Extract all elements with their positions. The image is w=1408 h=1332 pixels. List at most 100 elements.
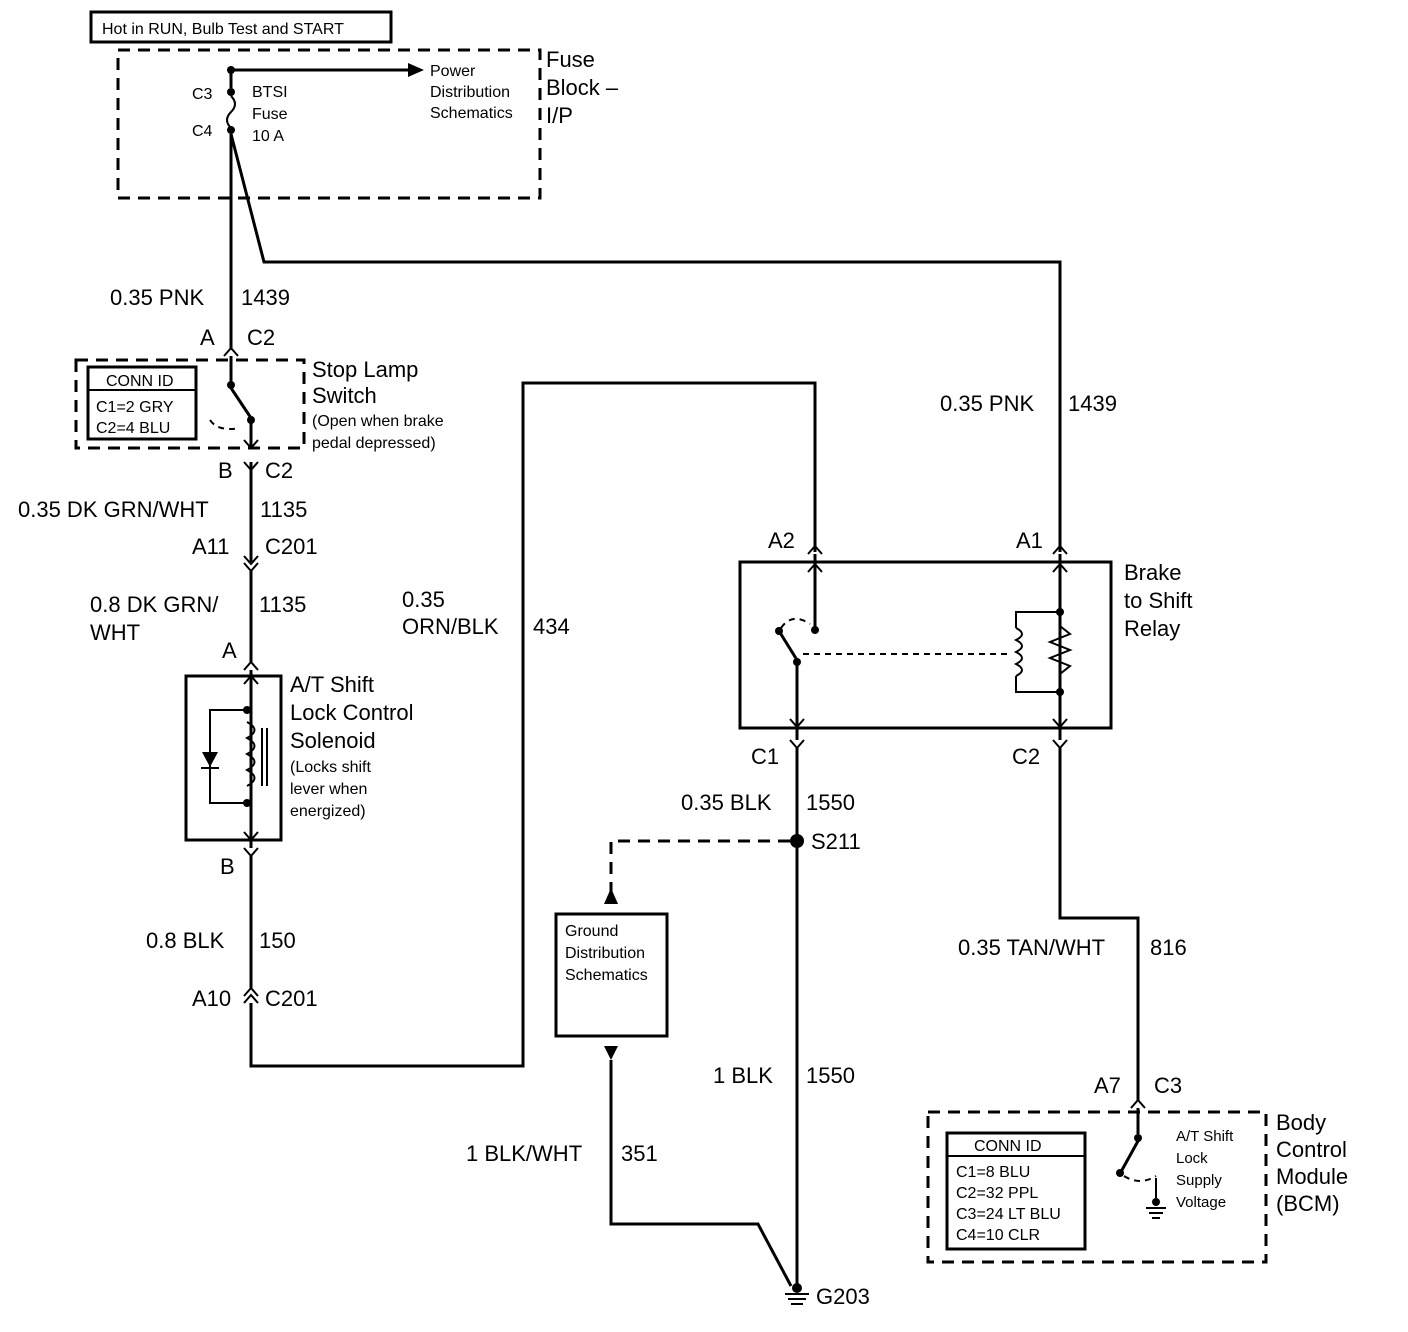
body-control-module: A7 C3 CONN ID C1=8 BLU C2=32 PPL C3=24 L… <box>926 1073 1348 1264</box>
wire-351-circuit: 351 <box>621 1141 658 1166</box>
solenoid-pin-b: B <box>220 854 235 879</box>
solenoid-note-3: energized) <box>290 803 366 820</box>
wire-1135-upper-circuit: 1135 <box>260 497 307 522</box>
solenoid-outline <box>184 674 283 842</box>
relay-pin-a2: A2 <box>768 528 795 553</box>
relay-a2-connector-icon <box>807 544 823 555</box>
fuse-label-1: BTSI <box>252 84 288 101</box>
fuse-block-title-3: I/P <box>546 103 573 128</box>
stop-switch-note-1: (Open when brake <box>312 413 444 430</box>
c201-conn-1: C201 <box>265 534 318 559</box>
bcm-outline <box>926 1110 1268 1264</box>
brake-to-shift-relay: A2 A1 Brake to Shift Relay C1 C2 <box>738 528 1192 769</box>
wire-1550-upper-circuit: 1550 <box>806 790 855 815</box>
relay-title-2: to Shift <box>1124 588 1192 613</box>
solenoid-b-connector-icon <box>243 847 259 858</box>
bcm-conn-2: C2=32 PPL <box>956 1185 1038 1202</box>
ground-ref-arrow-icon <box>604 888 618 904</box>
wire-434-gauge-1: 0.35 <box>402 587 445 612</box>
relay-title-3: Relay <box>1124 616 1180 641</box>
ground-g203: G203 <box>785 1283 870 1309</box>
bcm-conn-title: CONN ID <box>974 1138 1042 1155</box>
solenoid-title-1: A/T Shift <box>290 672 374 697</box>
relay-title-1: Brake <box>1124 560 1181 585</box>
stop-switch-conn-bottom: C2 <box>265 458 293 483</box>
ground-ref-line-3: Schematics <box>565 967 648 984</box>
wire-1550-lower-gauge: 1 BLK <box>713 1063 773 1088</box>
relay-pin-c2: C2 <box>1012 744 1040 769</box>
bcm-switch-icon <box>1120 1140 1140 1171</box>
solenoid-pin-a: A <box>222 638 237 663</box>
relay-c1-connector-icon <box>789 739 805 750</box>
wire-1135-lower-gauge-1: 0.8 DK GRN/ <box>90 592 219 617</box>
power-ref-arrow-icon <box>408 63 424 77</box>
stop-switch-outline <box>74 358 306 450</box>
splice-s211-label: S211 <box>811 829 861 854</box>
wire-351-gauge: 1 BLK/WHT <box>466 1141 582 1166</box>
fuse-label-3: 10 A <box>252 128 284 145</box>
bcm-title-3: Module <box>1276 1164 1348 1189</box>
wire-1550-lower-circuit: 1550 <box>806 1063 855 1088</box>
wire-1439-right <box>229 133 1062 552</box>
fuse-label-2: Fuse <box>252 106 288 123</box>
stop-switch-note-2: pedal depressed) <box>312 435 436 452</box>
bcm-supply-4: Voltage <box>1176 1194 1226 1211</box>
bcm-conn-1: C1=8 BLU <box>956 1164 1030 1181</box>
wire-434-circuit: 434 <box>533 614 570 639</box>
wire-434-gauge-2: ORN/BLK <box>402 614 499 639</box>
stop-switch-conn-1: C1=2 GRY <box>96 399 174 416</box>
ground-ref-line-2: Distribution <box>565 945 645 962</box>
stop-switch-title-1: Stop Lamp <box>312 357 418 382</box>
c201-pin-a11: A11 <box>192 534 230 559</box>
fuse-pin-c4: C4 <box>192 123 213 140</box>
relay-outline <box>738 560 1113 730</box>
hot-in-run-label-box: Hot in RUN, Bulb Test and START <box>89 10 393 44</box>
c201-a11-connector-icon <box>243 555 259 566</box>
bcm-title-1: Body <box>1276 1110 1326 1135</box>
stop-switch-pin-b: B <box>218 458 233 483</box>
fuse-block: Fuse Block – I/P Power Distribution Sche… <box>116 47 619 200</box>
wire-1439-left-circuit: 1439 <box>241 285 290 310</box>
solenoid-note-2: lever when <box>290 781 367 798</box>
power-ref-line-3: Schematics <box>430 105 513 122</box>
solenoid-coil-icon <box>244 721 256 787</box>
ground-g203-label: G203 <box>816 1284 870 1309</box>
power-ref-line-2: Distribution <box>430 84 510 101</box>
wire-1439-right-gauge: 0.35 PNK <box>940 391 1034 416</box>
solenoid-title-3: Solenoid <box>290 728 376 753</box>
fuse-pin-c3: C3 <box>192 86 213 103</box>
wire-1135-upper-gauge: 0.35 DK GRN/WHT <box>18 497 209 522</box>
bcm-pin-a7: A7 <box>1094 1073 1121 1098</box>
ground-ref-dashed-link <box>609 839 790 892</box>
wire-816-gauge: 0.35 TAN/WHT <box>958 935 1105 960</box>
relay-coil-icon <box>1013 627 1023 677</box>
wire-150-circuit: 150 <box>259 928 296 953</box>
bcm-supply-2: Lock <box>1176 1150 1208 1167</box>
relay-c2-connector-icon <box>1052 739 1068 750</box>
bcm-title-4: (BCM) <box>1276 1191 1340 1216</box>
fuse-block-title-2: Block – <box>546 75 619 100</box>
wire-816-circuit: 816 <box>1150 935 1187 960</box>
bcm-conn-4: C4=10 CLR <box>956 1227 1040 1244</box>
hot-in-run-label: Hot in RUN, Bulb Test and START <box>102 21 344 38</box>
solenoid-title-2: Lock Control <box>290 700 414 725</box>
ground-ref-line-1: Ground <box>565 923 618 940</box>
fuse-block-outline <box>116 48 542 200</box>
diode-icon <box>202 752 218 767</box>
wire-351 <box>609 1060 793 1287</box>
wire-150-gauge: 0.8 BLK <box>146 928 225 953</box>
stop-switch-title-2: Switch <box>312 383 377 408</box>
relay-pin-a1: A1 <box>1016 528 1043 553</box>
wire-1550-upper-gauge: 0.35 BLK <box>681 790 772 815</box>
relay-pin-c1: C1 <box>751 744 779 769</box>
c201-pin-a10: A10 <box>192 986 231 1011</box>
shift-lock-solenoid: A A/T Shift Lock Control Solenoid (Locks… <box>184 638 414 879</box>
relay-a1-connector-icon <box>1052 544 1068 555</box>
bcm-conn-3: C3=24 LT BLU <box>956 1206 1061 1223</box>
bcm-title-2: Control <box>1276 1137 1347 1162</box>
power-ref-line-1: Power <box>430 63 476 80</box>
wire-434 <box>249 381 817 1068</box>
bcm-conn-c3: C3 <box>1154 1073 1182 1098</box>
stop-switch-conn-top: C2 <box>247 325 275 350</box>
